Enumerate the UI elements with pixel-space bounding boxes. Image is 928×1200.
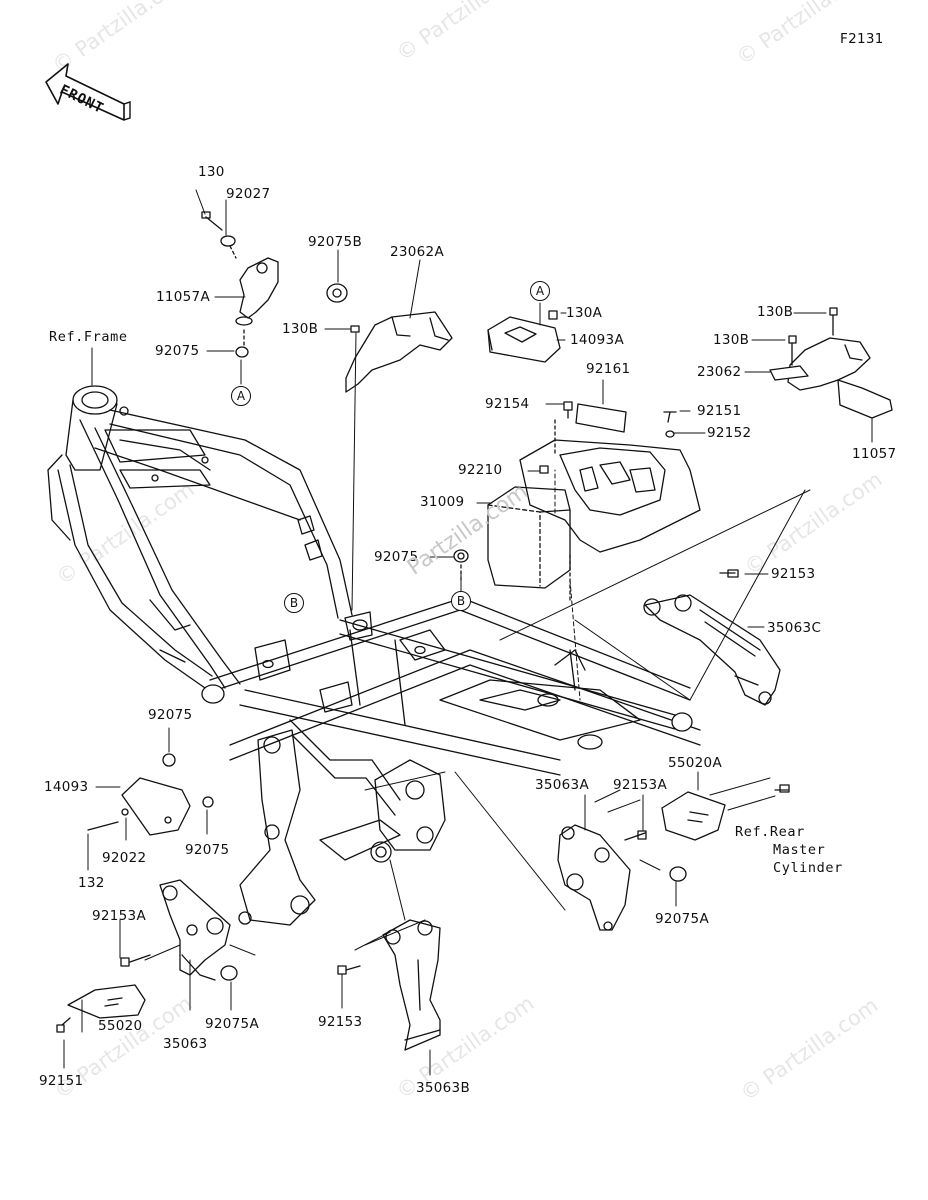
callout-a: A bbox=[530, 281, 550, 301]
part-label: 35063B bbox=[416, 1080, 471, 1096]
part-label: 55020A bbox=[668, 755, 722, 771]
part-label: 92027 bbox=[226, 186, 271, 202]
frame-left-downtubes bbox=[57, 419, 241, 689]
front-direction-arrow: FRONT bbox=[44, 58, 132, 128]
ref-cylinder-label: Cylinder bbox=[773, 860, 843, 876]
part-label: 35063A bbox=[535, 777, 589, 793]
part-label: 92022 bbox=[102, 850, 147, 866]
part-label: 23062A bbox=[390, 244, 444, 260]
part-label: 130A bbox=[566, 305, 603, 321]
part-label: 92153A bbox=[613, 777, 667, 793]
part-label: 11057 bbox=[852, 446, 897, 462]
part-label: 130 bbox=[198, 164, 225, 180]
part-label: 14093 bbox=[44, 779, 89, 795]
part-label: 31009 bbox=[420, 494, 465, 510]
part-label: 92153 bbox=[318, 1014, 363, 1030]
cover-14093A bbox=[487, 310, 561, 363]
cover-14093 bbox=[87, 753, 214, 836]
part-label: 92161 bbox=[586, 361, 631, 377]
part-label: 132 bbox=[78, 875, 105, 891]
part-label: 92075A bbox=[205, 1016, 259, 1032]
callout-b: B bbox=[284, 593, 304, 613]
heel-guard-55020A bbox=[661, 784, 790, 882]
part-label: 130B bbox=[282, 321, 319, 337]
part-label: 92075 bbox=[374, 549, 419, 565]
bracket-35063C bbox=[643, 569, 781, 706]
part-label: 92154 bbox=[485, 396, 530, 412]
pivot-plate-left bbox=[238, 719, 401, 926]
bracket-23062 bbox=[769, 307, 893, 419]
part-label: 92153 bbox=[771, 566, 816, 582]
part-label: 55020 bbox=[98, 1018, 143, 1034]
grommet-92075B bbox=[326, 283, 348, 303]
part-label: 92153A bbox=[92, 908, 146, 924]
battery-case-31009 bbox=[487, 419, 701, 601]
part-label: 92075 bbox=[185, 842, 230, 858]
part-label: 35063 bbox=[163, 1036, 208, 1052]
frame-crossmembers bbox=[201, 597, 701, 776]
part-label: 11057A bbox=[156, 289, 210, 305]
heel-guard-55020 bbox=[56, 984, 146, 1033]
ref-rear-label: Ref.Rear bbox=[735, 824, 805, 840]
bracket-35063A bbox=[557, 824, 647, 931]
bracket-35063 bbox=[120, 879, 238, 981]
part-label: 92075 bbox=[148, 707, 193, 723]
ref-master-label: Master bbox=[773, 842, 826, 858]
ref-frame-label: Ref.Frame bbox=[49, 329, 128, 345]
pivot-plate-right bbox=[319, 759, 446, 863]
part-label: 35063C bbox=[767, 620, 822, 636]
part-label: 14093A bbox=[570, 332, 624, 348]
part-label: 23062 bbox=[697, 364, 742, 380]
pad-92161 bbox=[575, 403, 627, 433]
part-label: 92075 bbox=[155, 343, 200, 359]
bracket-35063B bbox=[337, 919, 441, 1051]
frame-top-tubes bbox=[94, 409, 353, 619]
part-label: 92210 bbox=[458, 462, 503, 478]
bracket-23062A bbox=[345, 311, 453, 393]
part-label: 92152 bbox=[707, 425, 752, 441]
part-label: 92075A bbox=[655, 911, 709, 927]
callout-a: A bbox=[231, 386, 251, 406]
part-label: 92151 bbox=[39, 1073, 84, 1089]
figure-code: F2131 bbox=[840, 31, 884, 47]
leader-lines bbox=[63, 189, 873, 1076]
callout-b: B bbox=[451, 591, 471, 611]
part-label: 130B bbox=[713, 332, 750, 348]
steering-head bbox=[47, 385, 118, 541]
bracket-11057A bbox=[201, 211, 279, 358]
part-label: 130B bbox=[757, 304, 794, 320]
part-label: 92151 bbox=[697, 403, 742, 419]
part-label: 92075B bbox=[308, 234, 363, 250]
